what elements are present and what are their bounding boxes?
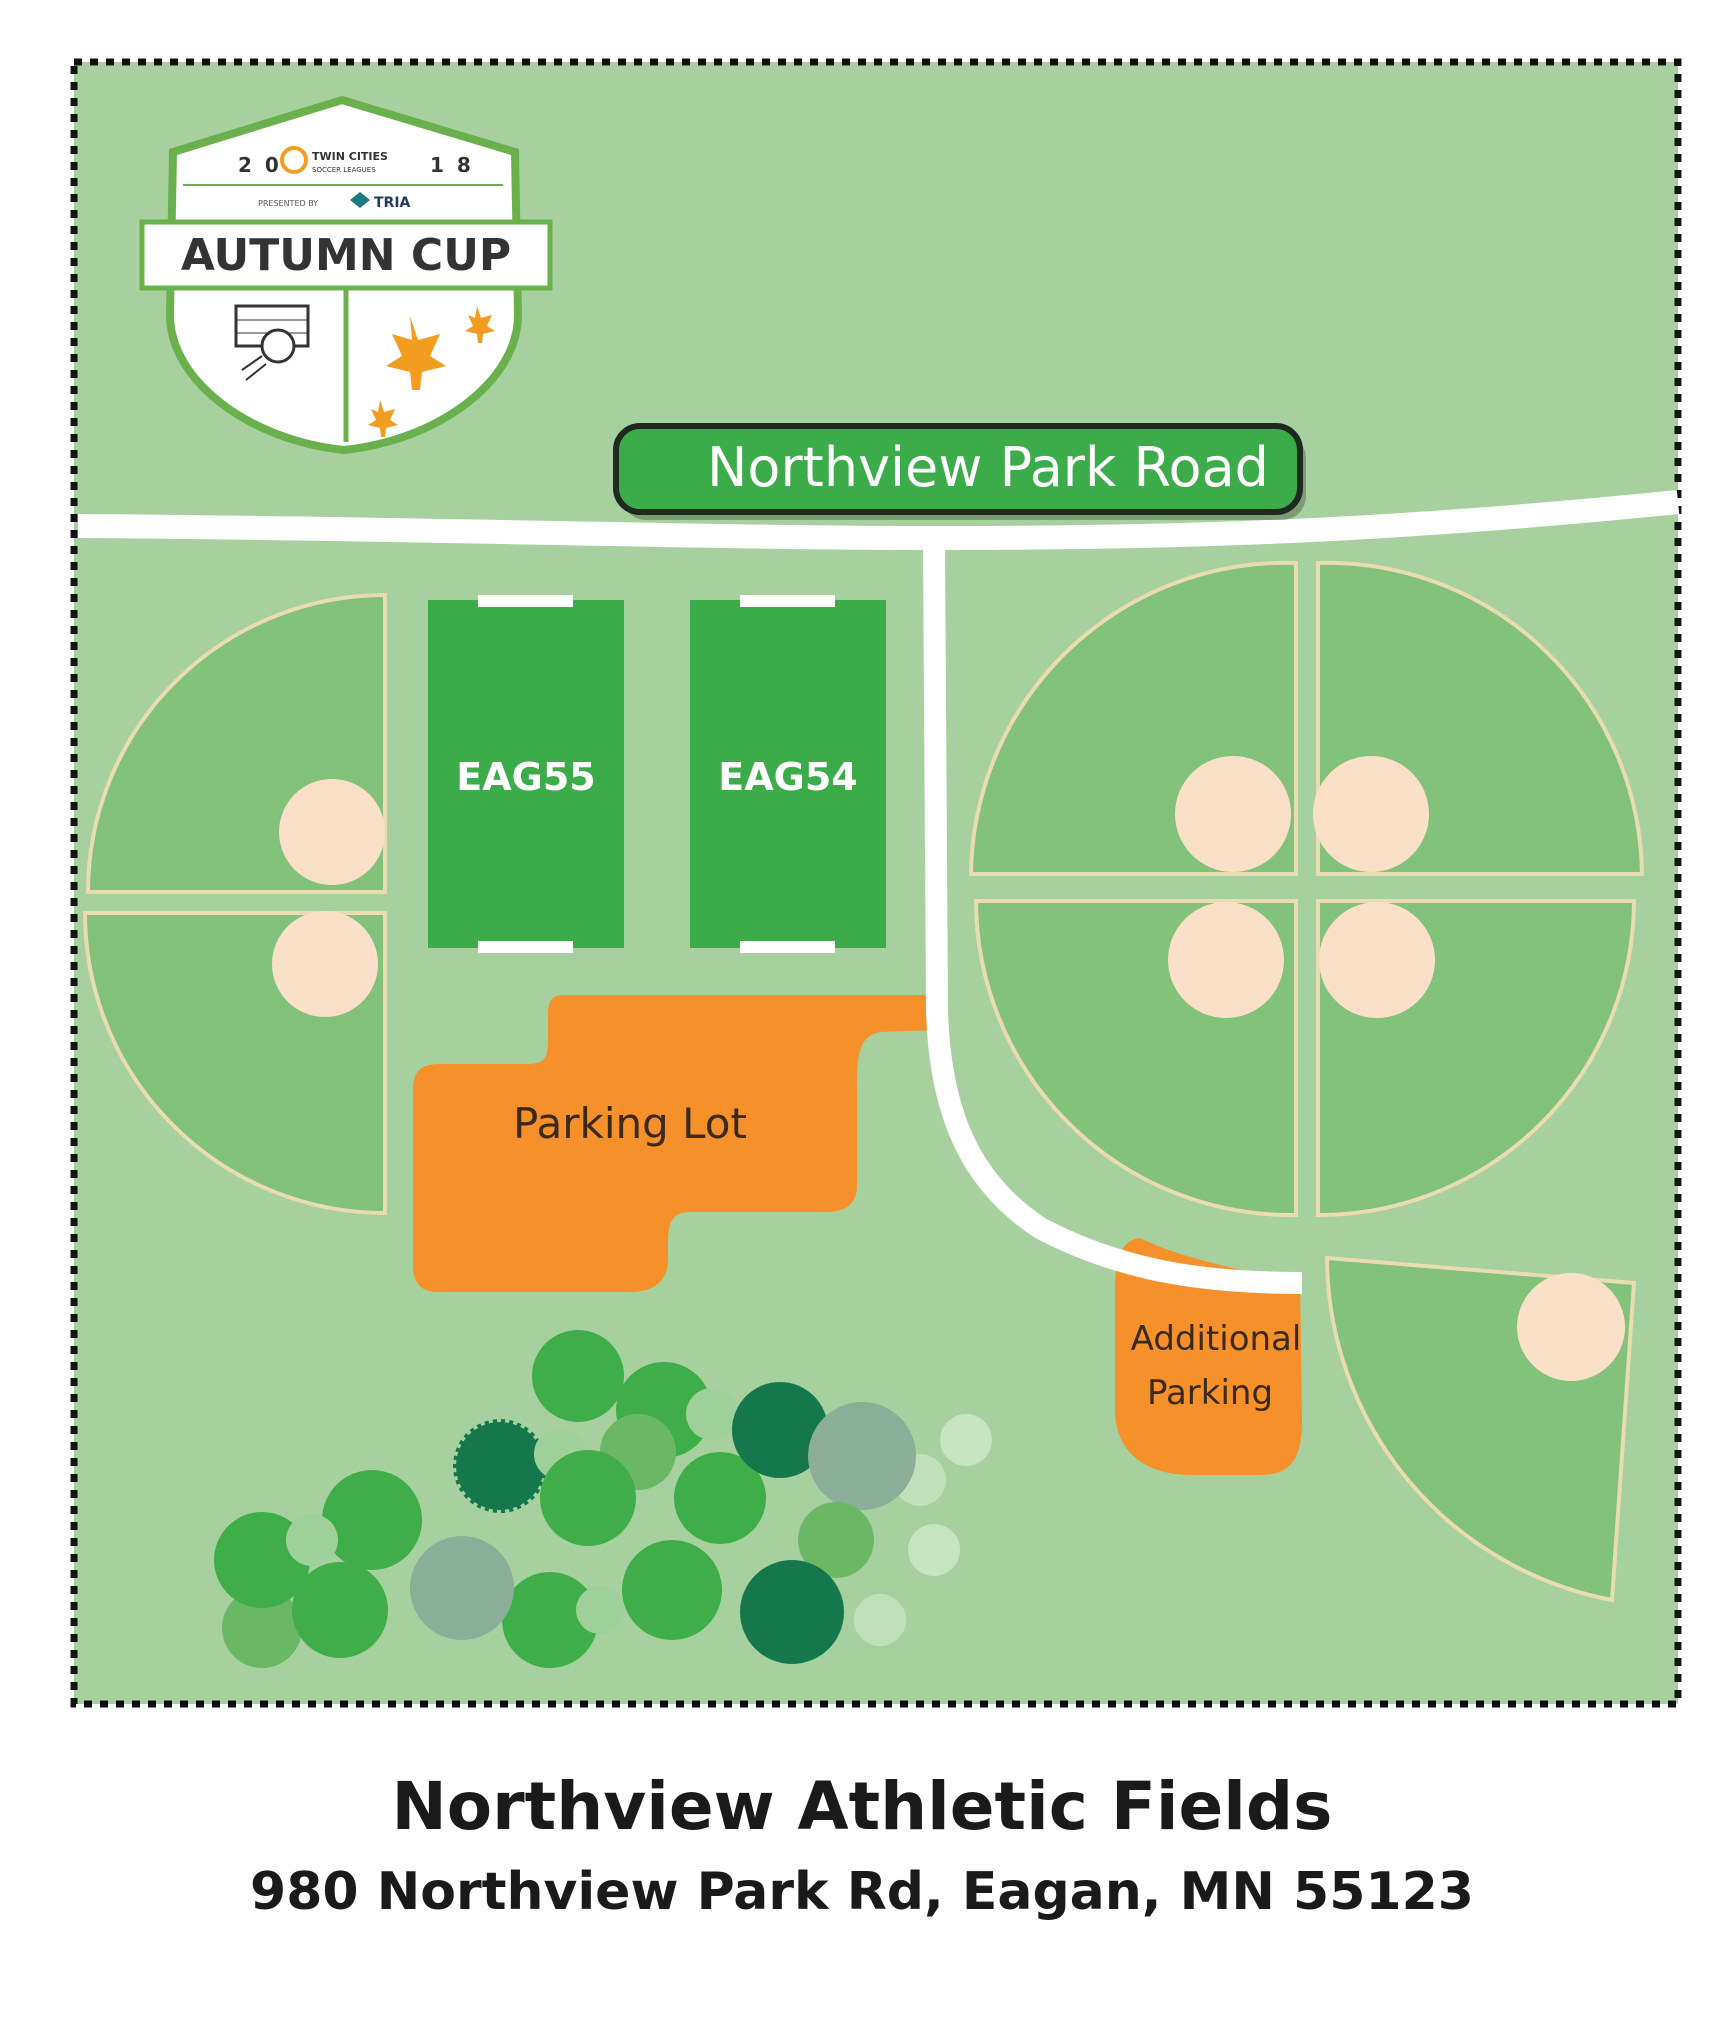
logo-org-line2: SOCCER LEAGUES: [312, 166, 376, 174]
logo-org-line1: TWIN CITIES: [312, 150, 388, 163]
autumn-cup-logo: 2 0 1 8 TWIN CITIES SOCCER LEAGUES PRESE…: [139, 95, 553, 455]
park-access-road: [923, 539, 1303, 1294]
address-text: 980 Northview Park Rd, Eagan, MN 55123: [250, 1862, 1474, 1922]
infield-right-se: [1319, 902, 1435, 1018]
soccer-field-eag55[interactable]: EAG55: [428, 595, 624, 953]
parking-lot[interactable]: [413, 995, 937, 1292]
infield-left-bottom: [272, 911, 378, 1017]
soccer-goal-icon: [234, 304, 310, 381]
infield-right-sw: [1168, 902, 1284, 1018]
logo-presented-by: PRESENTED BY: [258, 199, 318, 208]
additional-parking[interactable]: [1115, 1238, 1302, 1475]
infield-right-ne: [1313, 756, 1429, 872]
infield-bottom-right: [1517, 1273, 1625, 1381]
logo-event-title: AUTUMN CUP: [181, 230, 511, 281]
road-sign-label: Northview Park Road: [707, 436, 1269, 499]
infield-right-nw: [1175, 756, 1291, 872]
field-label-eag54: EAG54: [718, 755, 857, 799]
additional-parking-label-1: Additional: [1131, 1319, 1302, 1359]
tree-grove: [214, 1330, 992, 1668]
logo-sponsor: TRIA: [374, 195, 411, 211]
northview-park-road: [77, 490, 1680, 551]
logo-year-right: 1 8: [430, 153, 474, 177]
field-label-eag55: EAG55: [456, 755, 595, 799]
logo-year-left: 2 0: [238, 153, 282, 177]
page-title: Northview Athletic Fields: [391, 1768, 1333, 1845]
map-border: [70, 58, 1682, 1708]
infield-left-top: [279, 779, 385, 885]
additional-parking-label-2: Parking: [1147, 1373, 1273, 1413]
tria-icon: [350, 192, 370, 208]
league-emblem-icon: [280, 146, 308, 174]
parking-lot-label: Parking Lot: [513, 1099, 747, 1148]
soccer-field-eag54[interactable]: EAG54: [690, 595, 886, 953]
maple-leaf-icon: [368, 306, 495, 437]
road-sign: Northview Park Road: [613, 423, 1306, 520]
